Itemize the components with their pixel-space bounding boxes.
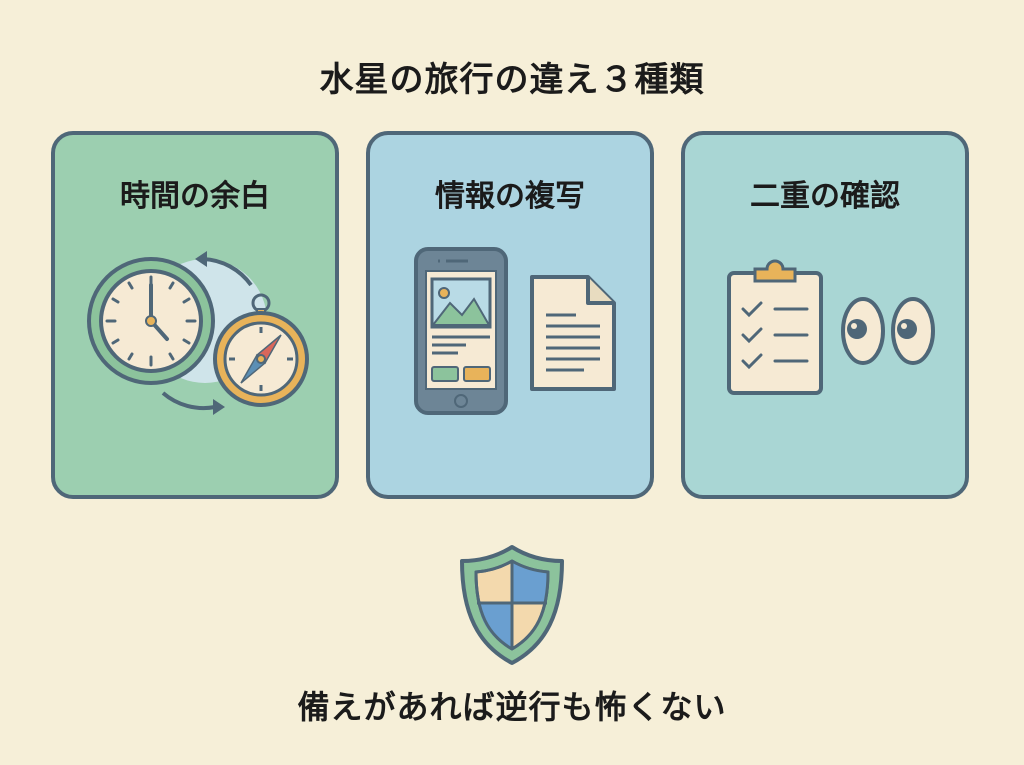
footer-message: 備えがあれば逆行も怖くない xyxy=(297,688,727,726)
card-title: 時間の余白 xyxy=(120,179,270,214)
card-time-buffer: 時間の余白 xyxy=(51,131,339,499)
card-title: 二重の確認 xyxy=(750,179,900,214)
shield-icon xyxy=(460,545,564,665)
card-title: 情報の複写 xyxy=(435,179,585,214)
smartphone-icon xyxy=(414,247,508,415)
card-info-copy: 情報の複写 xyxy=(366,131,654,499)
card-double-check: 二重の確認 xyxy=(681,131,969,499)
page-title: 水星の旅行の違え３種類 xyxy=(319,60,705,100)
clipboard-checklist-icon xyxy=(727,259,823,395)
document-icon xyxy=(530,275,616,391)
clock-icon xyxy=(87,257,215,385)
compass-icon xyxy=(213,293,309,407)
eyes-icon xyxy=(841,297,935,365)
